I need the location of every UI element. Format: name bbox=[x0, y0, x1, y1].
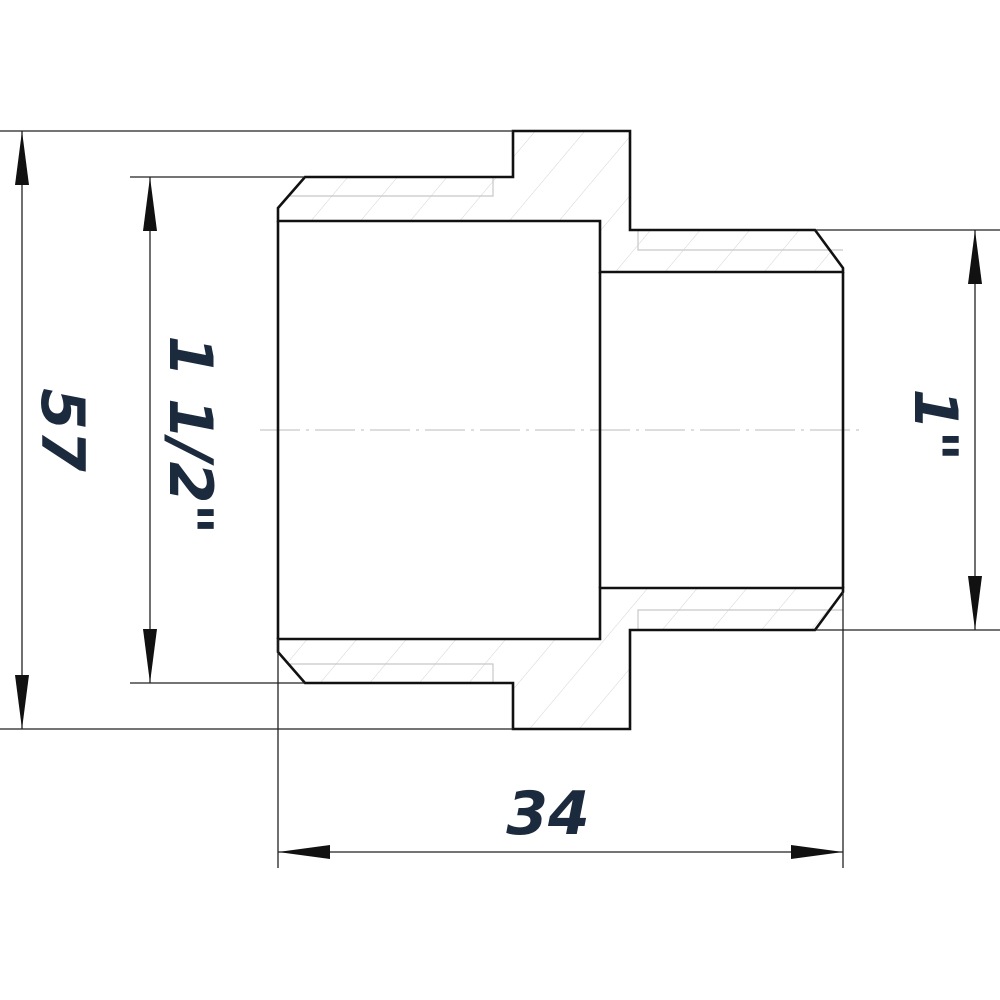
extension-lines bbox=[0, 130, 1000, 868]
dim-label-female-thread: 1 1/2" bbox=[155, 335, 225, 534]
section-hatch-bottom bbox=[278, 588, 843, 729]
thread-line-female-top bbox=[290, 177, 494, 197]
dimension-57: 57 bbox=[15, 131, 97, 729]
dim-label-male-thread: 1" bbox=[900, 388, 970, 461]
arrow-left-icon bbox=[278, 845, 330, 859]
arrow-right-icon bbox=[791, 845, 843, 859]
arrow-down-icon bbox=[143, 629, 157, 683]
section-hatch-top bbox=[278, 131, 843, 272]
thread-line-female-bottom bbox=[290, 663, 494, 683]
arrow-up-icon bbox=[143, 177, 157, 231]
thread-line-male-top bbox=[637, 230, 843, 251]
arrow-down-icon bbox=[15, 675, 29, 729]
dimension-1-1-2: 1 1/2" bbox=[143, 177, 225, 683]
dim-label-57: 57 bbox=[27, 388, 97, 472]
dimension-34: 34 bbox=[278, 779, 843, 859]
arrow-up-icon bbox=[15, 131, 29, 185]
dim-label-length: 34 bbox=[506, 779, 590, 849]
thread-line-male-bottom bbox=[637, 609, 843, 630]
dimension-1: 1" bbox=[900, 230, 982, 630]
arrow-down-icon bbox=[968, 576, 982, 630]
arrow-up-icon bbox=[968, 230, 982, 284]
